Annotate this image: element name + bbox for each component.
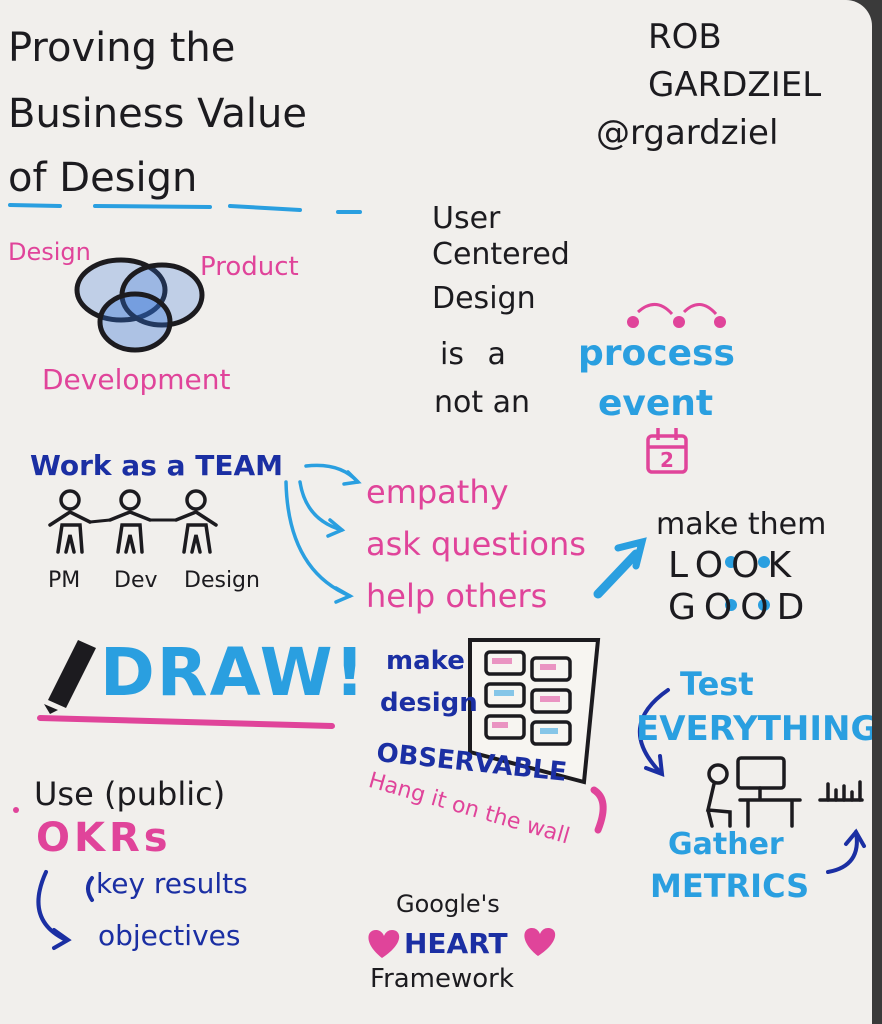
- venn-label-product: Product: [200, 252, 299, 282]
- observable-line-1: make: [386, 646, 465, 676]
- look-good-line-2: LOOK: [668, 545, 800, 586]
- eyes-icon: [725, 556, 770, 611]
- ucd-line-3: Design: [432, 281, 536, 316]
- team-people-icon: [48, 489, 218, 554]
- team-heading: Work as a TEAM: [30, 449, 284, 482]
- team-item-help-others: help others: [366, 577, 548, 615]
- author-handle: @rgardziel: [596, 113, 779, 153]
- team-item-ask-questions: ask questions: [366, 525, 586, 563]
- okrs-line-1: Use (public): [34, 775, 226, 813]
- test-metrics: METRICS: [650, 867, 810, 905]
- ucd-not-an: not an: [434, 385, 531, 420]
- draw-underline: [37, 715, 335, 729]
- process-steps-icon: [627, 303, 726, 328]
- okrs-key-results: key results: [96, 867, 248, 900]
- team-role-design: Design: [184, 568, 260, 593]
- heart-line-2: HEART: [404, 927, 508, 960]
- ucd-is-a: is a: [440, 337, 506, 372]
- team-role-dev: Dev: [114, 568, 158, 593]
- design-wall-icon: [468, 638, 601, 785]
- okr-arrows: [36, 870, 94, 950]
- team-role-pm: PM: [48, 568, 81, 593]
- title-line-1: Proving the: [8, 25, 236, 71]
- author-first-name: ROB: [648, 17, 722, 57]
- team-item-empathy: empathy: [366, 473, 509, 511]
- ucd-line-1: User: [432, 201, 501, 236]
- ucd-line-2: Centered: [432, 237, 570, 272]
- team-arrows: [284, 463, 362, 604]
- title-underline: [8, 203, 362, 214]
- venn-label-design: Design: [8, 238, 91, 266]
- venn-label-development: Development: [42, 363, 231, 396]
- calendar-number: 2: [660, 448, 674, 472]
- okrs-acronym: OKRs: [36, 815, 172, 861]
- test-line-2: EVERYTHING: [636, 709, 872, 749]
- observable-line-2: design: [380, 688, 478, 718]
- heart-icons: [368, 928, 556, 958]
- title-line-3: of Design: [8, 155, 198, 201]
- test-gather: Gather: [668, 827, 784, 862]
- heart-line-3: Framework: [370, 964, 514, 994]
- marker-pen-icon: [44, 640, 96, 714]
- author-last-name: GARDZIEL: [648, 65, 822, 105]
- test-line-1: Test: [680, 665, 754, 703]
- bar-chart-icon: [818, 780, 864, 802]
- title-line-2: Business Value: [8, 91, 307, 137]
- ucd-event: event: [598, 383, 714, 424]
- draw-text: DRAW!: [100, 634, 367, 711]
- look-good-arrow: [593, 537, 647, 599]
- observable-arrow: [590, 786, 607, 834]
- okrs-objectives: objectives: [98, 919, 241, 952]
- look-good-line-3: GOOD: [668, 587, 813, 628]
- calendar-icon: [646, 428, 688, 474]
- ucd-process: process: [578, 333, 735, 374]
- venn-diagram-icon: [74, 257, 205, 353]
- test-cycle-arrows: [637, 688, 866, 874]
- heart-line-1: Google's: [396, 890, 500, 918]
- look-good-line-1: make them: [656, 507, 827, 542]
- margin-dot: [13, 807, 19, 813]
- person-at-computer-icon: [705, 756, 802, 828]
